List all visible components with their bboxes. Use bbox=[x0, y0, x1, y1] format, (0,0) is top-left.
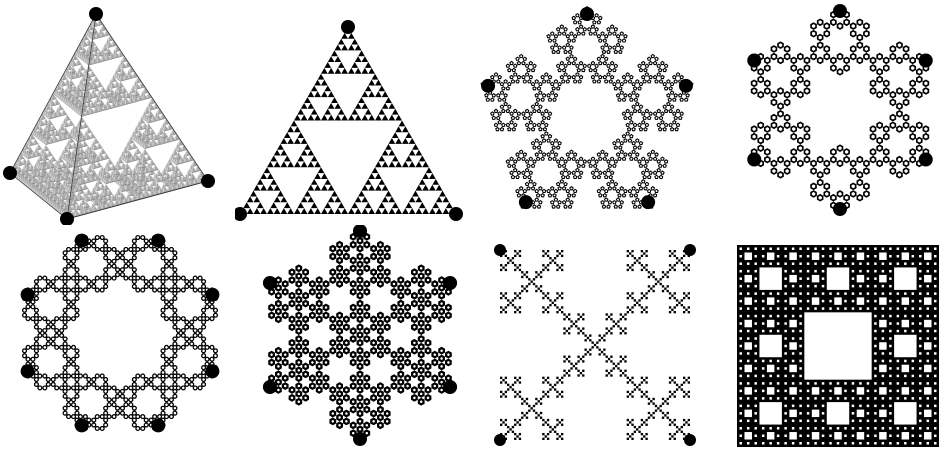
vertex-dot bbox=[151, 418, 165, 432]
vertex-dot bbox=[341, 20, 355, 34]
vertex-dot bbox=[151, 234, 165, 248]
sierpinski-pyramid-panel bbox=[0, 0, 235, 225]
hexaflake-fractal bbox=[751, 7, 929, 213]
vertex-dot bbox=[3, 166, 17, 180]
sierpinski-carpet-figure bbox=[705, 225, 940, 451]
hexaflake-figure bbox=[705, 0, 940, 225]
vertex-dot bbox=[747, 54, 761, 68]
vertex-dot bbox=[263, 380, 277, 394]
vertex-dot bbox=[353, 432, 367, 446]
vertex-dot bbox=[21, 288, 35, 302]
hexaflake-filled-figure bbox=[235, 225, 470, 451]
vertex-dot bbox=[263, 276, 277, 290]
vertex-dot bbox=[443, 276, 457, 290]
hexaflake-filled-panel bbox=[235, 225, 470, 451]
vicsek-saltire-panel bbox=[470, 225, 705, 451]
vertex-dot bbox=[443, 380, 457, 394]
triangle-fractal bbox=[240, 27, 456, 214]
pyramid-faces bbox=[10, 14, 208, 219]
vertex-dot bbox=[919, 54, 933, 68]
vertex-dot bbox=[494, 434, 506, 446]
pentaflake-figure bbox=[470, 0, 705, 225]
vertex-dot bbox=[75, 418, 89, 432]
sierpinski-pyramid-figure bbox=[0, 0, 235, 225]
carpet-fractal bbox=[737, 245, 939, 447]
vertex-dot bbox=[75, 234, 89, 248]
hexaflake-panel bbox=[705, 0, 940, 225]
vertex-dot bbox=[580, 7, 594, 21]
vertex-dot bbox=[21, 364, 35, 378]
vertex-dot bbox=[449, 207, 463, 221]
vertex-dot bbox=[481, 79, 495, 93]
vertex-dot bbox=[679, 79, 693, 93]
pentaflake-panel bbox=[470, 0, 705, 225]
vertex-dot bbox=[205, 364, 219, 378]
vertex-dot bbox=[833, 202, 847, 216]
vertex-dot bbox=[684, 244, 696, 256]
sierpinski-carpet-panel bbox=[705, 225, 940, 451]
vertex-dot bbox=[235, 207, 247, 221]
vertex-dot bbox=[684, 434, 696, 446]
hexaflake-filled-fractal bbox=[268, 229, 452, 441]
vicsek-fractal bbox=[500, 250, 690, 440]
pentaflake-fractal bbox=[480, 6, 693, 209]
vertex-dot bbox=[519, 195, 533, 209]
octaflake-fractal bbox=[22, 235, 218, 431]
sierpinski-triangle-panel bbox=[235, 0, 470, 225]
vertex-dot bbox=[205, 288, 219, 302]
vertex-dot bbox=[747, 153, 761, 167]
vertex-dot bbox=[89, 7, 103, 21]
vertex-dot bbox=[833, 4, 847, 18]
vertex-dot bbox=[641, 195, 655, 209]
vicsek-saltire-figure bbox=[470, 225, 705, 451]
octaflake-ring-figure bbox=[0, 225, 235, 451]
sierpinski-triangle-figure bbox=[235, 0, 470, 225]
vertex-dot bbox=[919, 153, 933, 167]
vertex-dot bbox=[201, 174, 215, 188]
octaflake-ring-panel bbox=[0, 225, 235, 451]
vertex-dot bbox=[494, 244, 506, 256]
